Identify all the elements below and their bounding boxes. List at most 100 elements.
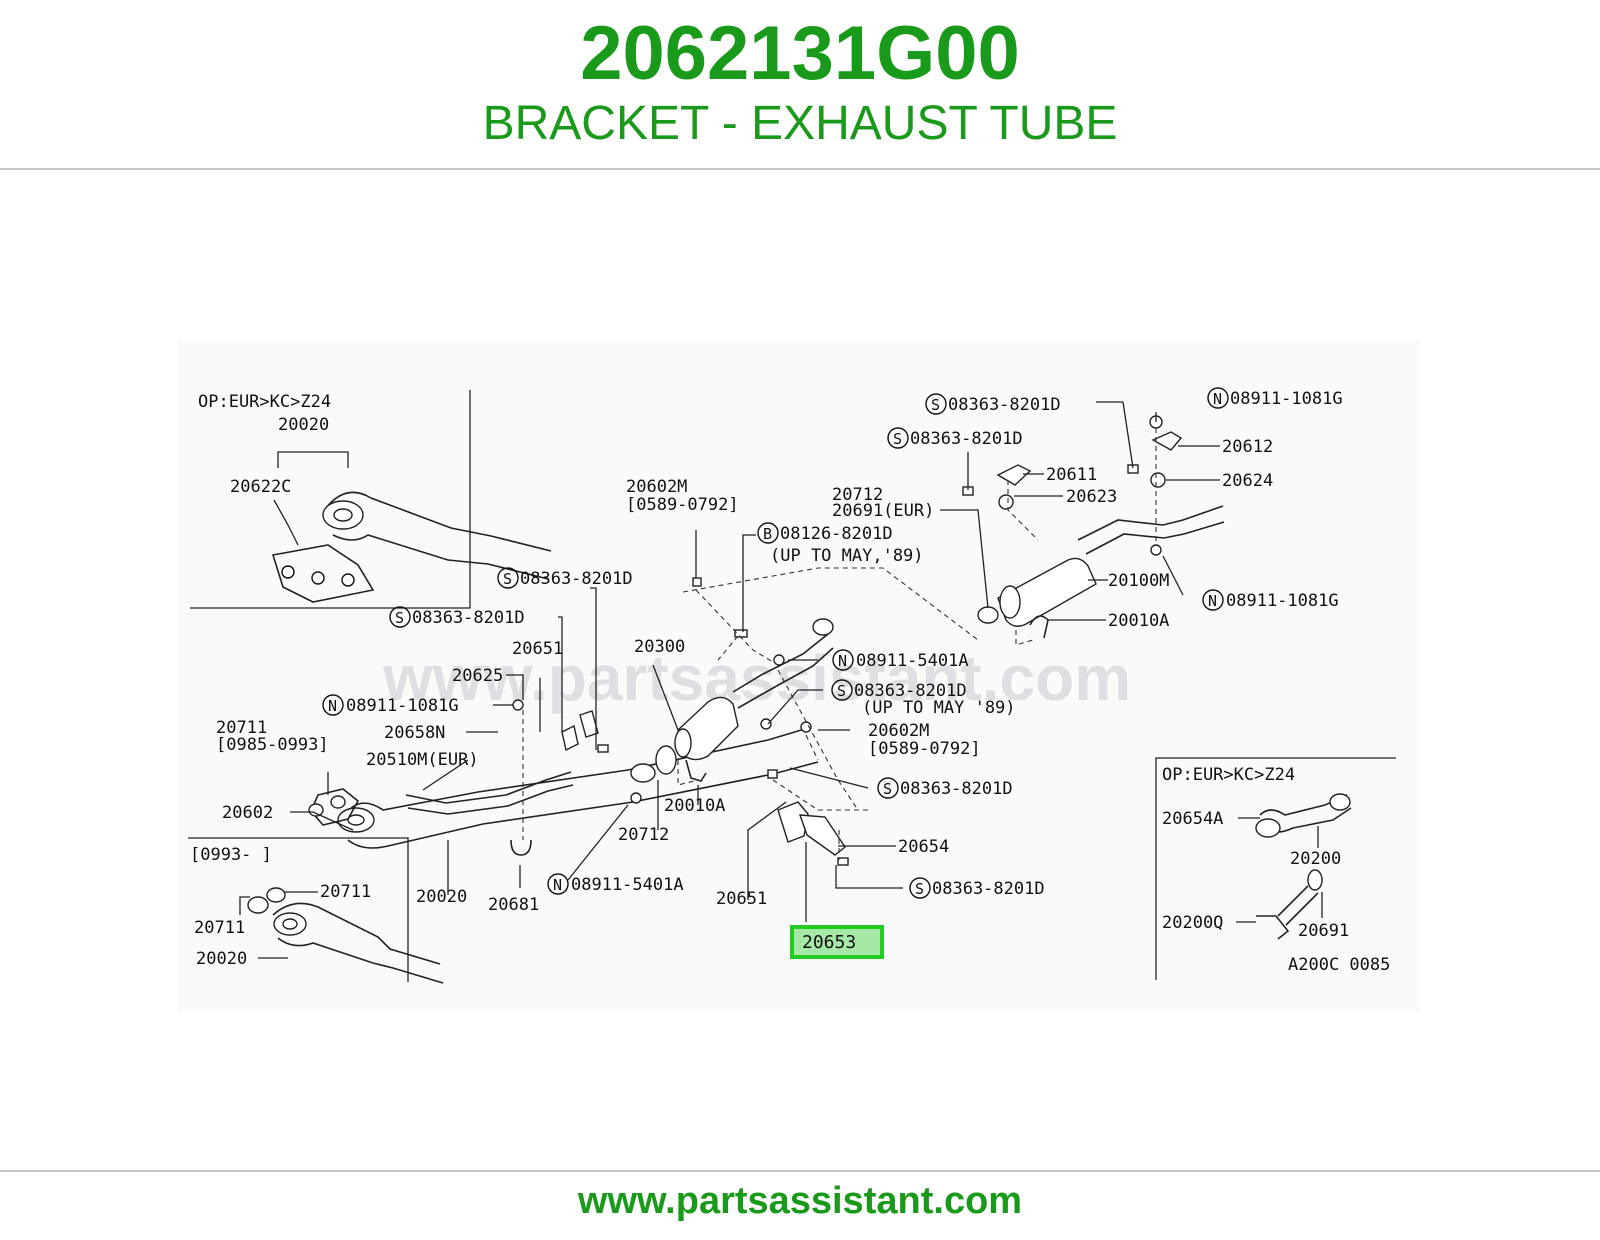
s-letter-mid2: S bbox=[395, 609, 404, 627]
inset-right: OP:EUR>KC>Z24 20654A 20200 20200Q 20691 … bbox=[1155, 757, 1396, 980]
s-circle-bot bbox=[909, 877, 931, 899]
inset-top-left-border bbox=[190, 390, 471, 609]
manifold-pipe-inset bbox=[325, 491, 552, 580]
flange-front-pipe-end bbox=[655, 745, 677, 775]
flange-inset-a-hole bbox=[333, 508, 353, 522]
s-circle-mid2 bbox=[389, 606, 411, 628]
label-20622c: 20622C bbox=[230, 477, 291, 497]
rubber-20624 bbox=[1150, 472, 1166, 488]
tail-pipe bbox=[1077, 505, 1225, 555]
s-letter-mid1: S bbox=[503, 570, 512, 588]
bolt-08126 bbox=[734, 629, 748, 638]
bolt-08363-mid bbox=[760, 718, 772, 730]
gasket-20711-hole bbox=[308, 803, 324, 817]
gasket-hole-3 bbox=[341, 573, 355, 587]
label-s-08363-mid3-note: (UP TO MAY '89) bbox=[862, 698, 1016, 718]
highlighted-part-20653[interactable]: 20653 bbox=[790, 925, 884, 959]
s-letter-lower: S bbox=[883, 780, 892, 798]
muffler-inlet bbox=[999, 585, 1021, 619]
label-s-08363-mid3: 08363-8201D bbox=[854, 681, 967, 701]
leader-s-bot bbox=[835, 865, 903, 889]
leader-20602 bbox=[290, 811, 354, 831]
nut-20602m-mid bbox=[800, 721, 812, 733]
n-circle-5401a-bot bbox=[547, 873, 569, 895]
front-pipe-20020 bbox=[342, 727, 819, 849]
label-20100m: 20100M bbox=[1108, 571, 1169, 591]
leader-20625 bbox=[506, 674, 524, 700]
n-circle-1081g-left bbox=[322, 694, 344, 716]
label-20020-inset: 20020 bbox=[278, 415, 329, 435]
b-circle bbox=[757, 522, 779, 544]
label-s-08363-mid1: 08363-8201D bbox=[520, 569, 633, 589]
leader-s-mid1 bbox=[590, 587, 597, 750]
nut-08911-1081g-right bbox=[1150, 544, 1162, 556]
label-20020-bottom: 20020 bbox=[196, 949, 247, 969]
label-20691-eur: 20691(EUR) bbox=[832, 501, 934, 521]
label-n-08911-right: 08911-1081G bbox=[1226, 591, 1339, 611]
label-20651-bot: 20651 bbox=[716, 889, 767, 909]
leader-s-mid2 bbox=[558, 616, 563, 732]
bracket-20658n bbox=[561, 724, 579, 752]
label-s-08363-bot: 08363-8201D bbox=[932, 879, 1045, 899]
flange-20020-front-hole bbox=[347, 814, 365, 826]
diagram-svg: www.partsassistant.com OP:EUR>KC>Z24 200… bbox=[188, 387, 1396, 984]
n-circle-right bbox=[1202, 589, 1224, 611]
label-20711-range: [0985-0993] bbox=[216, 735, 329, 755]
exhaust-parts-diagram: www.partsassistant.com OP:EUR>KC>Z24 200… bbox=[178, 340, 1420, 1012]
part-name-subtitle: BRACKET - EXHAUST TUBE bbox=[482, 97, 1118, 150]
label-20658n: 20658N bbox=[384, 723, 445, 743]
leader-n-right bbox=[1162, 555, 1184, 596]
bracket-20625 bbox=[579, 710, 599, 738]
main-exhaust-assembly: S 08363-8201D N 08911-1081G S 08363-8201… bbox=[216, 387, 1343, 922]
inset-bottom-left: [0993- ] 20711 20711 20020 bbox=[188, 837, 444, 984]
footer-url[interactable]: www.partsassistant.com bbox=[577, 1180, 1023, 1222]
s-letter-bot: S bbox=[915, 880, 924, 898]
label-n-08911-5401a-bot: 08911-5401A bbox=[571, 875, 684, 895]
dash-20010a-mid bbox=[677, 760, 699, 786]
b-letter: B bbox=[763, 525, 772, 543]
leader-20711-a bbox=[239, 896, 250, 915]
label-s-08363-mid2: 08363-8201D bbox=[412, 608, 525, 628]
part-number-title: 2062131G00 bbox=[580, 11, 1020, 96]
label-20712-mid: 20712 bbox=[618, 825, 669, 845]
label-20602m-mid-range: [0589-0792] bbox=[868, 739, 981, 759]
dash-20654-bracket bbox=[772, 779, 868, 811]
s-circle-lower bbox=[877, 777, 899, 799]
pipe-20510m bbox=[405, 771, 574, 815]
center-pipe-flange bbox=[812, 618, 834, 636]
label-s-08363-lower: 08363-8201D bbox=[900, 779, 1013, 799]
leader-20510m bbox=[422, 759, 469, 791]
flange-20200 bbox=[1255, 818, 1281, 838]
s-letter-top2: S bbox=[893, 430, 902, 448]
inset-top-left: OP:EUR>KC>Z24 20020 20622C bbox=[190, 390, 552, 609]
label-20010a-mid: 20010A bbox=[664, 796, 725, 816]
label-20602m-top-range: [0589-0792] bbox=[626, 495, 739, 515]
label-20300: 20300 bbox=[634, 637, 685, 657]
leader-s-mid3 bbox=[767, 689, 823, 725]
manifold-pipe-bottom bbox=[272, 902, 444, 984]
gasket-20711-b bbox=[266, 887, 286, 903]
nut-08911-5401a bbox=[773, 654, 785, 666]
highlighted-part-label: 20653 bbox=[802, 932, 857, 953]
label-b-08126-note: (UP TO MAY,'89) bbox=[770, 546, 924, 566]
clamp-20681 bbox=[510, 839, 532, 856]
gasket-20711-a bbox=[247, 896, 269, 914]
footer-divider bbox=[0, 1170, 1600, 1172]
label-20651-top: 20651 bbox=[512, 639, 563, 659]
dash-08126-range bbox=[682, 567, 979, 641]
dash-20602m-mid bbox=[805, 734, 819, 761]
gasket-inset bbox=[271, 544, 375, 603]
bolt-08363-bot bbox=[837, 857, 849, 866]
leader-20691-eur bbox=[940, 509, 989, 609]
label-s-08363-top1: 08363-8201D bbox=[948, 395, 1061, 415]
label-20200: 20200 bbox=[1290, 849, 1341, 869]
bolt-08363-left bbox=[597, 744, 609, 753]
gasket-20711-hole-2 bbox=[330, 795, 346, 809]
label-20200q: 20200Q bbox=[1162, 913, 1223, 933]
inset-right-border bbox=[1155, 757, 1396, 980]
sensor-20691 bbox=[1307, 869, 1323, 891]
label-n-08911-top: 08911-1081G bbox=[1230, 389, 1343, 409]
label-n-08911-5401a-top: 08911-5401A bbox=[856, 651, 969, 671]
label-20611: 20611 bbox=[1046, 465, 1097, 485]
n-letter-5401a-top: N bbox=[838, 652, 847, 670]
